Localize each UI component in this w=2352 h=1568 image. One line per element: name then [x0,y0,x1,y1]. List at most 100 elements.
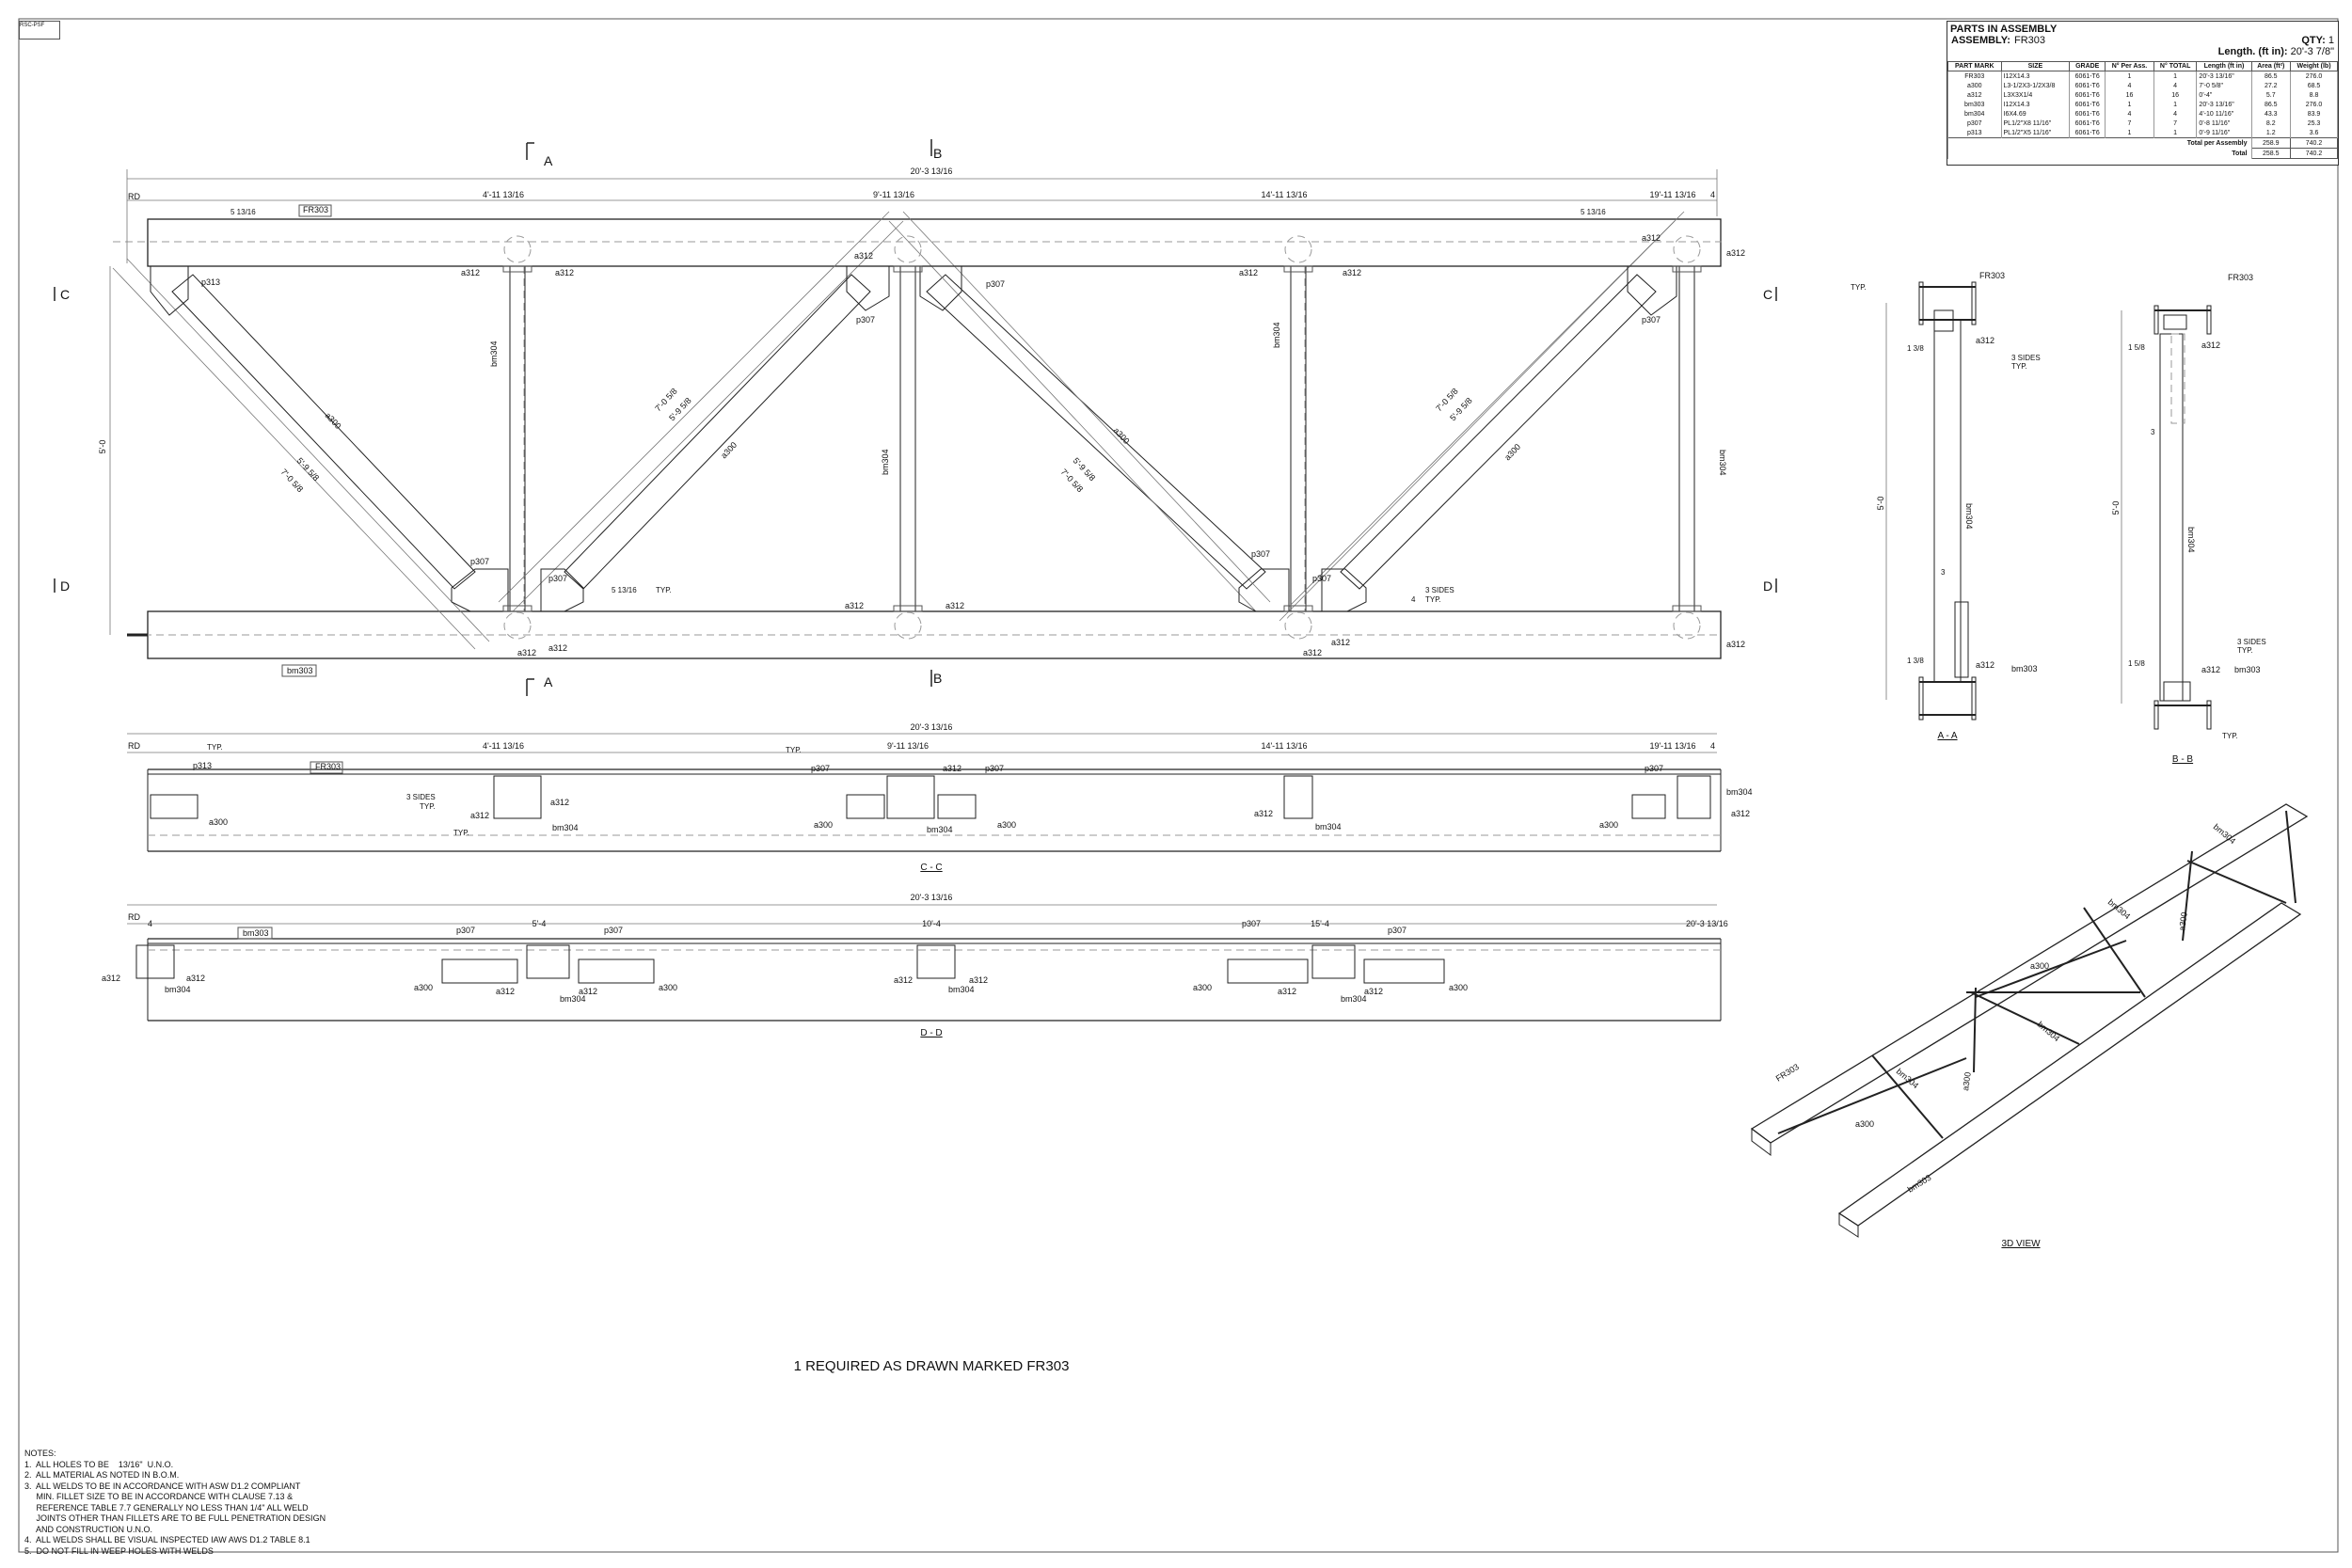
cell: 4 [2105,81,2154,90]
cc-diag-2: a300 [814,820,833,830]
end-plate-label: p313 [201,277,220,287]
bom-col-area: Area (ft²) [2250,61,2292,71]
dd-diag-2: a300 [659,983,677,992]
three-sides-1: 3 SIDES [1425,586,1454,594]
dd-four: 4 [148,919,152,928]
cell: 6061-T6 [2069,109,2106,119]
rd-label: RD [128,192,140,201]
clip-label-12: a312 [548,643,567,653]
cc-clip-1: a312 [550,798,569,807]
cell: 6061-T6 [2069,71,2106,81]
dd-vert-4: bm304 [1341,994,1367,1004]
clip-label-13: a312 [1303,648,1322,657]
bom-total-label: Total [1947,148,2252,159]
cc-d2: 9'-11 13/16 [887,741,929,751]
cell: L3-1/2X3-1/2X3/8 [2000,81,2071,90]
bom-qty-value: 1 [2328,35,2334,46]
cell: 3.6 [2290,128,2338,138]
truss-3d-view: FR303 bm303 bm304 bm304 bm304 bm304 a300… [1750,803,2309,1249]
bom-title: PARTS IN ASSEMBLY [1950,24,2058,35]
cc-clip-2: a312 [470,811,489,820]
note-line: 1. ALL HOLES TO BE 13/16" U.N.O. [24,1459,174,1469]
sheet-border [18,18,2339,1553]
note-line: NOTES: [24,1449,56,1458]
c-c-plates [150,775,1711,819]
cell: L3X3X1/4 [2000,90,2071,100]
clip-label-6: a312 [854,251,873,261]
bb-three: 3 [2151,428,2155,436]
cc-typ-3: TYP. [420,802,436,811]
dd-gusset-4: p307 [1388,926,1406,935]
truss-elevation: 20'-3 13/16 RD 4'-11 13/16 9'-11 13/16 1… [54,139,1777,696]
cell: 1 [2105,71,2154,81]
cell: 43.3 [2250,109,2292,119]
bb-height: 5'-0 [2111,501,2121,515]
cell: 1.2 [2250,128,2292,138]
cc-top-chord: FR303 [315,762,341,771]
cc-typ-1: TYP. [207,743,223,752]
cell: PL1/2"X8 11/16" [2000,119,2071,128]
main-note: 1 REQUIRED AS DRAWN MARKED FR303 [794,1358,1070,1374]
cell: 4'-10 11/16" [2196,109,2252,119]
cell: I12X14.3 [2000,71,2071,81]
section-c-right: C [1763,287,1772,302]
dd-clip-6: a312 [969,975,988,985]
section-b-b: 5'-0 FR303 a312 a312 bm303 bm304 3 SIDES… [2111,273,2266,765]
weld-circles [503,235,1701,640]
gusset-label-1: p307 [986,279,1005,289]
cc-d4: 19'-11 13/16 [1649,741,1695,751]
aa-three: 3 [1941,568,1946,577]
cell: 5.7 [2250,90,2292,100]
aa-three-sides: 3 SIDES [2011,354,2041,362]
cell: 6061-T6 [2069,100,2106,109]
cc-title: C - C [920,863,942,873]
cell: 4 [2105,109,2154,119]
aa-title: A - A [1937,731,1957,741]
parts-in-assembly-table: PARTS IN ASSEMBLY ASSEMBLY: FR303 QTY: 1… [1947,21,2339,166]
clip-label-1: a312 [461,268,480,277]
aa-bottom-chord: bm303 [2011,664,2038,673]
weld-typ-2: TYP. [1425,595,1441,604]
cell: bm303 [1947,100,2002,109]
height-dim: 5'-0 [98,440,107,454]
dd-clip-1: a312 [102,974,120,983]
bb-clip-2: a312 [2201,665,2220,674]
3d-top-chord: FR303 [1774,1062,1801,1084]
bom-length-value: 20'-3 7/8" [2290,46,2334,57]
cell: 6061-T6 [2069,81,2106,90]
cell: 8.2 [2250,119,2292,128]
bom-qty-label: QTY: [2301,35,2326,46]
cell: FR303 [1947,71,2002,81]
cc-vert-2: bm304 [927,825,953,834]
bom-col-total: N° TOTAL [2153,61,2198,71]
cell: 16 [2105,90,2154,100]
cell: 4 [2153,109,2198,119]
d-d-plates [135,944,1445,984]
dim-1: 4'-11 13/16 [483,190,524,199]
cc-overall: 20'-3 13/16 [911,722,953,732]
bom-total-weight: 740.2 [2290,148,2338,159]
section-a-a: 5'-0 FR303 a312 a312 bm303 bm304 3 SIDES… [1851,271,2041,741]
clip-label-8: a312 [845,601,864,610]
top-chord [147,218,1722,267]
3d-diag-2: a300 [2030,961,2049,971]
gusset-label-5: p307 [548,574,567,583]
dd-d1: 5'-4 [532,919,547,928]
cell: PL1/2"X5 11/16" [2000,128,2071,138]
diagonal-label-3: a300 [1112,426,1132,446]
section-markers [54,139,1777,696]
bb-top-chord: FR303 [2228,273,2253,282]
dd-rd: RD [128,912,140,922]
cc-end-plate: p313 [193,761,212,770]
clip-label-3: a312 [1239,268,1258,277]
dd-diag-3: a300 [1193,983,1212,992]
note-line: JOINTS OTHER THAN FILLETS ARE TO BE FULL… [24,1513,326,1523]
stamp-line2: RSC-PSF [20,23,45,28]
bom-col-per-ass: N° Per Ass. [2105,61,2154,71]
